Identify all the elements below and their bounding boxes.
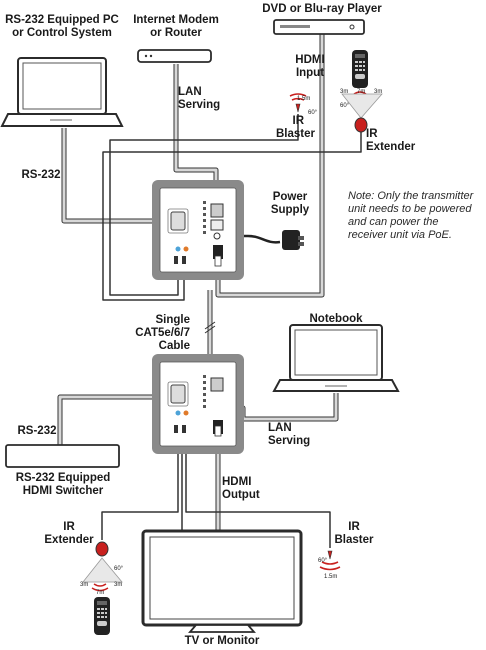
spec-dist7-top: 7m [357,89,366,95]
label-tv: TV or Monitor [184,635,260,647]
cable-ir-extender-top [102,132,362,301]
spec-dist-bottom-blaster: 1.5m [324,574,338,580]
note-text: Note: Only the transmitter unit needs to… [348,190,474,241]
spec-dist7-bottom: 7m [96,590,105,596]
cable-ir-blaster-top [109,114,299,296]
spec-angle-top-extender: 60° [340,103,350,109]
spec-dist3-b-bottom: 3m [114,582,123,588]
cable-ir-extender-bottom [101,440,179,540]
modem [137,49,212,63]
receiver-wallplate [152,354,244,454]
spec-dist3-a-top: 3m [340,89,349,95]
ir-extender-bottom-device [82,541,123,592]
cable-ir-blaster-bottom [185,440,331,548]
remote-top [351,50,369,99]
cable-power [226,234,281,244]
cable-break-mark [204,321,216,334]
ir-blaster-top-device [289,93,307,113]
hdmi-switcher [5,444,120,468]
pc-laptop [0,57,124,127]
spec-angle-bottom-blaster: 60° [318,558,328,564]
cable-rs232-pc [61,128,172,224]
spec-angle-bottom-extender: 60° [114,566,124,572]
label-rs232-bottom: RS-232 [17,425,57,437]
label-dvd: DVD or Blu-ray Player [262,3,382,15]
dvd-player [273,19,365,35]
ir-extender-top-device [341,93,383,133]
tv-monitor [141,529,303,633]
ir-blaster-bottom-device [319,550,341,571]
transmitter-wallplate [152,180,244,280]
label-rs232-top: RS-232 [21,169,61,181]
spec-angle-top-blaster: 60° [308,110,318,116]
cable-rs232-switcher [57,394,172,445]
label-notebook: Notebook [309,313,363,325]
spec-dist3-a-bottom: 3m [80,582,89,588]
spec-dist3-b-top: 3m [374,89,383,95]
notebook [272,324,400,392]
remote-bottom [94,597,110,635]
spec-dist-top-blaster: 1.5m [297,96,311,102]
power-supply [282,230,304,250]
